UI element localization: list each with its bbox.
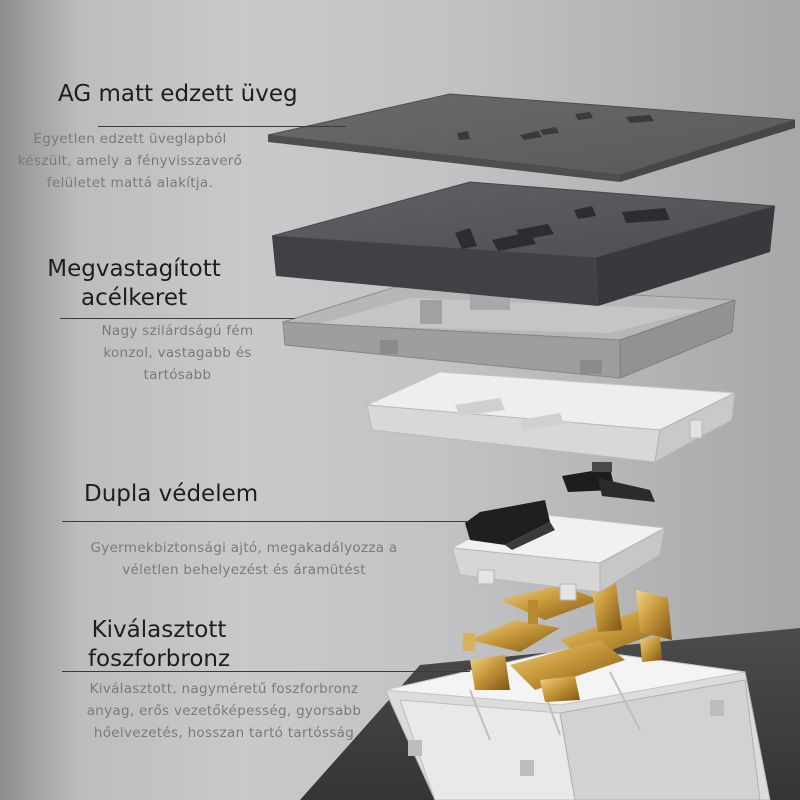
bronze-title: Kiválasztott foszforbronz — [64, 616, 254, 674]
white-mid-plate — [365, 371, 737, 463]
glass-title: AG matt edzett üveg — [58, 81, 298, 107]
frame-title: Megvastagított acélkeret — [34, 255, 234, 313]
bronze-title-line-2: foszforbronz — [87, 646, 231, 672]
bronze-desc-line-1: Kiválasztott, nagyméretű foszforbronz — [89, 681, 359, 697]
protection-leader-line — [62, 521, 467, 522]
frame-desc-line-3: tartósabb — [143, 367, 212, 383]
bronze-desc-line-2: anyag, erős vezetőképesség, gyorsabb — [86, 703, 362, 719]
bronze-title-line-1: Kiválasztott — [91, 617, 227, 643]
glass-desc-line-2: készült, amely a fényvisszaverő — [17, 153, 243, 169]
glass-leader-line — [98, 126, 346, 127]
bronze-leader-line — [62, 671, 470, 672]
frame-desc-line-1: Nagy szilárdságú fém — [101, 323, 254, 339]
bronze-description: Kiválasztott, nagyméretű foszforbronz an… — [64, 678, 384, 744]
frame-leader-line — [60, 318, 295, 319]
frame-title-line-1: Megvastagított — [47, 256, 221, 282]
frame-title-line-2: acélkeret — [80, 285, 188, 311]
protection-desc-line-2: véletlen behelyezést és áramütést — [122, 562, 366, 578]
glass-desc-line-3: felületet mattá alakítja. — [46, 175, 214, 191]
frame-description: Nagy szilárdságú fém konzol, vastagabb é… — [65, 320, 290, 386]
protection-desc-line-1: Gyermekbiztonsági ajtó, megakadályozza a — [90, 540, 398, 556]
protection-title: Dupla védelem — [84, 481, 259, 507]
safety-shutters — [465, 462, 655, 550]
bronze-contacts — [463, 576, 672, 702]
glass-desc-line-1: Egyetlen edzett üveglapból — [33, 131, 227, 147]
bronze-desc-line-3: hőelvezetés, hosszan tartó tartósság — [93, 725, 355, 741]
protection-description: Gyermekbiztonsági ajtó, megakadályozza a… — [64, 537, 424, 581]
dark-panel — [271, 181, 776, 306]
glass-description: Egyetlen edzett üveglapból készült, amel… — [5, 128, 255, 194]
frame-desc-line-2: konzol, vastagabb és — [103, 345, 252, 361]
steel-frame — [282, 283, 736, 379]
glass-panel — [267, 93, 796, 182]
